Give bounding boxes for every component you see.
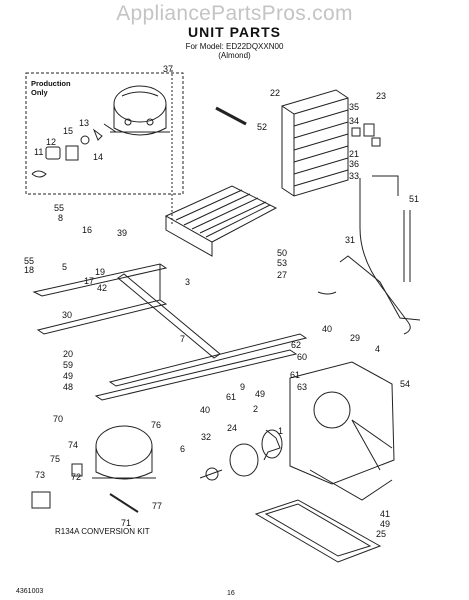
callout-14: 14: [93, 152, 103, 162]
callout-72: 72: [71, 472, 81, 482]
kit-label: R134A CONVERSION KIT: [55, 527, 150, 536]
production-label: Production: [31, 79, 71, 88]
callout-51: 51: [409, 194, 419, 204]
callout-33: 33: [349, 171, 359, 181]
callout-63: 63: [297, 382, 307, 392]
callout-49: 49: [380, 519, 390, 529]
callout-71: 71: [121, 518, 131, 528]
callout-3: 3: [185, 277, 190, 287]
evaporator-coil-drawing: [281, 89, 349, 197]
callout-25: 25: [376, 529, 386, 539]
callout-32: 32: [201, 432, 211, 442]
callout-36: 36: [349, 159, 359, 169]
callout-31: 31: [345, 235, 355, 245]
callout-76: 76: [151, 420, 161, 430]
callout-34: 34: [349, 116, 359, 126]
callout-24: 24: [227, 423, 237, 433]
callout-40: 40: [200, 405, 210, 415]
callout-37: 37: [163, 64, 173, 74]
callout-73: 73: [35, 470, 45, 480]
callout-74: 74: [68, 440, 78, 450]
frame-rails-drawing: [32, 263, 308, 401]
callout-52: 52: [257, 122, 267, 132]
callout-21: 21: [349, 149, 359, 159]
production-inset-box: [25, 72, 184, 195]
callout-75: 75: [50, 454, 60, 464]
only-label: Only: [31, 88, 48, 97]
heater-wand-drawing: [215, 106, 247, 126]
callout-53: 53: [277, 258, 287, 268]
callout-70: 70: [53, 414, 63, 424]
callout-60: 60: [297, 352, 307, 362]
callout-22: 22: [270, 88, 280, 98]
callout-9: 9: [240, 382, 245, 392]
callout-7: 7: [180, 334, 185, 344]
watermark-text: AppliancePartsPros.com: [116, 2, 353, 25]
callout-55: 55: [24, 256, 34, 266]
callout-6: 6: [180, 444, 185, 454]
callout-77: 77: [152, 501, 162, 511]
callout-27: 27: [277, 270, 287, 280]
page-title: UNIT PARTS: [188, 24, 281, 40]
callout-55: 55: [54, 203, 64, 213]
inset-small-parts: [31, 123, 117, 178]
callout-54: 54: [400, 379, 410, 389]
callout-50: 50: [277, 248, 287, 258]
callout-12: 12: [46, 137, 56, 147]
callout-2: 2: [253, 404, 258, 414]
callout-13: 13: [79, 118, 89, 128]
callout-23: 23: [376, 91, 386, 101]
kit-compressor-drawing: [31, 425, 156, 513]
callout-41: 41: [380, 509, 390, 519]
callout-42: 42: [97, 283, 107, 293]
condenser-coil-drawing: [164, 185, 278, 257]
callout-39: 39: [117, 228, 127, 238]
callout-61: 61: [226, 392, 236, 402]
callout-49: 49: [255, 389, 265, 399]
callout-17: 17: [84, 276, 94, 286]
callout-30: 30: [62, 310, 72, 320]
model-line: For Model: ED22DQXXN00: [185, 42, 284, 51]
fan-motor-drawing: [199, 429, 283, 481]
page-number: 16: [227, 590, 235, 597]
fan-bracket-drawing: [289, 361, 395, 501]
callout-15: 15: [63, 126, 73, 136]
callout-61: 61: [290, 370, 300, 380]
callout-29: 29: [350, 333, 360, 343]
color-line: (Almond): [218, 51, 251, 60]
callout-11: 11: [34, 147, 43, 157]
callout-19: 19: [95, 267, 105, 277]
tubing-drawing: [317, 175, 421, 335]
callout-62: 62: [291, 340, 301, 350]
callout-48: 48: [63, 382, 73, 392]
callout-20: 20: [63, 349, 73, 359]
callout-40: 40: [322, 324, 332, 334]
callout-5: 5: [62, 262, 67, 272]
document-number: 4361003: [16, 588, 44, 595]
callout-4: 4: [375, 344, 380, 354]
drain-pan-drawing: [254, 499, 382, 563]
callout-49: 49: [63, 371, 73, 381]
callout-59: 59: [63, 360, 73, 370]
inset-compressor-drawing: [110, 85, 170, 136]
callout-16: 16: [82, 225, 92, 235]
callout-35: 35: [349, 102, 359, 112]
callout-8: 8: [58, 213, 63, 223]
callout-18: 18: [24, 265, 34, 275]
callout-1: 1: [278, 426, 283, 436]
